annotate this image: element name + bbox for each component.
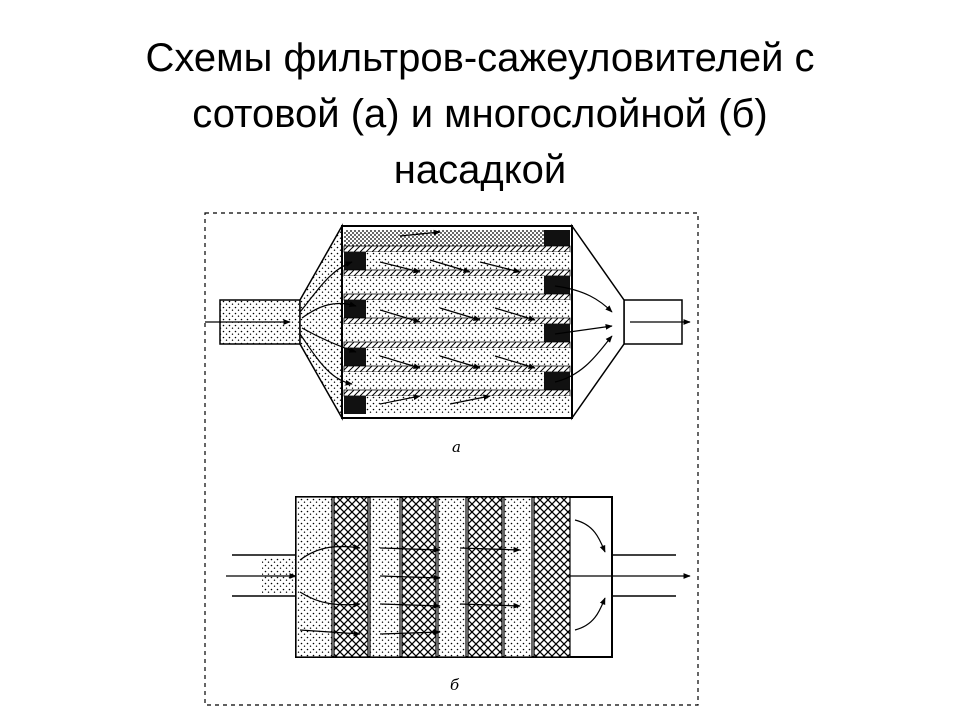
flow-arrows-a bbox=[205, 229, 691, 405]
dashed-frame bbox=[204, 212, 699, 706]
outlet-cone-a bbox=[571, 223, 625, 421]
label-a: а bbox=[452, 438, 461, 456]
label-b: б bbox=[450, 676, 460, 694]
title-line-3: насадкой bbox=[393, 148, 567, 192]
slide-title: Схемы фильтров-сажеуловителей с сотовой … bbox=[0, 30, 960, 198]
title-line-2: сотовой (а) и многослойной (б) bbox=[192, 92, 768, 136]
inlet-cone-a bbox=[299, 223, 343, 421]
multilayer-filter-b: б bbox=[226, 496, 691, 694]
honeycomb-filter-a: а bbox=[205, 223, 691, 456]
title-line-1: Схемы фильтров-сажеуловителей с bbox=[145, 36, 815, 80]
channels-a bbox=[343, 230, 571, 414]
pipes-b bbox=[232, 554, 676, 597]
flow-arrows-b bbox=[226, 519, 691, 637]
